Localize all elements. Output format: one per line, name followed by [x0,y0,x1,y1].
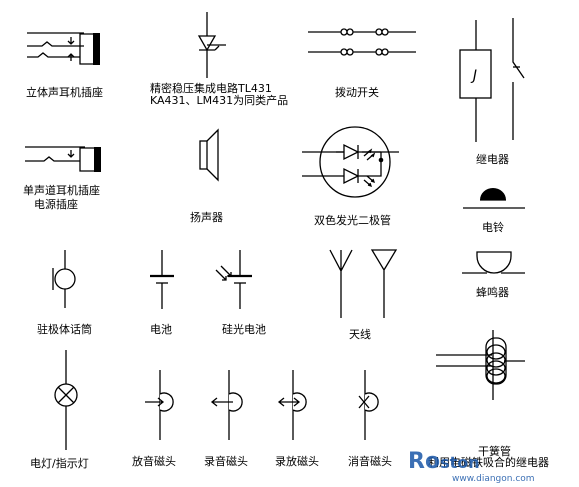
erase-head-symbol [358,370,379,440]
electret-mic-label: 驻极体话筒 [37,322,92,336]
mono-jack-label-line2: 电源插座 [34,197,78,211]
battery-symbol [150,250,174,309]
playback-head-symbol [145,370,174,440]
watermark: Roston www.diangon.com [408,449,535,484]
record-playback-head-symbol [277,370,307,440]
mono-jack-symbol [25,146,101,172]
relay-letter: J [470,68,477,84]
bicolor-led-label: 双色发光二极管 [314,213,391,227]
stereo-jack-symbol [27,32,100,65]
lamp-label: 电灯/指示灯 [30,456,89,470]
tl431-label-line1: 精密稳压集成电路TL431 [150,81,272,95]
mono-jack-label-line1: 单声道耳机插座 [23,183,100,197]
antenna-symbol [329,249,398,318]
reed-relay-label: 利用电磁铁吸合的继电器 [428,455,549,469]
relay-label: 继电器 [476,153,509,166]
relay-symbol [459,18,525,142]
record-playback-head-label: 录放磁头 [275,454,319,468]
buzzer-symbol [462,251,525,274]
reed-switch-label: 干簧管 [478,444,511,458]
lamp-symbol [54,350,78,450]
toggle-switch-label: 拨动开关 [335,85,379,99]
speaker-symbol [199,128,219,182]
watermark-brand-rest: ston [440,453,480,472]
watermark-brand: Ro [408,449,440,474]
antenna-label: 天线 [349,327,371,341]
tl431-label-line2: KA431、LM431为同类产品 [150,93,288,107]
solar-cell-symbol [215,250,252,309]
solar-cell-label: 硅光电池 [222,322,266,336]
bell-symbol [463,188,525,209]
erase-head-label: 消音磁头 [348,454,392,468]
playback-head-label: 放音磁头 [132,454,176,468]
watermark-url: www.diangon.com [452,474,535,484]
svg-text:Roston: Roston [408,449,480,474]
toggle-switch-symbol [308,28,416,56]
reed-switch-symbol [436,330,525,400]
stereo-jack-label: 立体声耳机插座 [26,85,103,99]
bicolor-led-symbol [302,126,399,198]
tl431-regulator-symbol [197,12,226,78]
electret-mic-symbol [52,250,76,308]
battery-label: 电池 [150,323,172,336]
speaker-label: 扬声器 [190,210,223,224]
buzzer-label: 蜂鸣器 [476,285,509,299]
record-head-symbol [210,370,243,440]
record-head-label: 录音磁头 [204,454,248,468]
bell-label: 电铃 [482,220,504,234]
